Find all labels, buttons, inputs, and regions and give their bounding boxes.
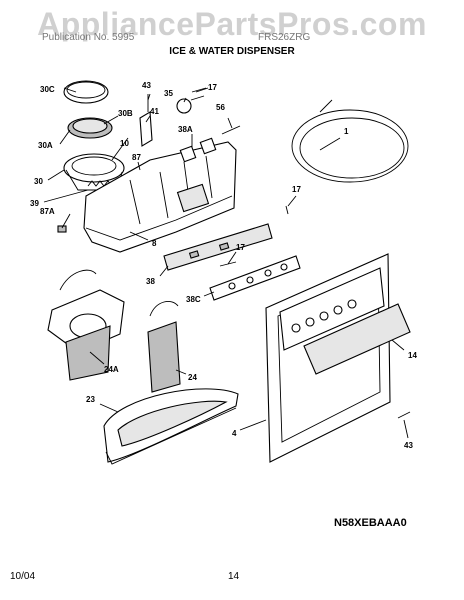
callout-24a: 24A bbox=[104, 365, 119, 374]
part-56-rod bbox=[221, 125, 241, 135]
callout-41: 41 bbox=[150, 107, 159, 116]
diagram-title: ICE & WATER DISPENSER bbox=[169, 46, 295, 57]
callout-14: 14 bbox=[408, 351, 417, 360]
part-30b-filter bbox=[67, 117, 113, 139]
part-87a-clip bbox=[57, 225, 67, 233]
part-41-bracket bbox=[139, 111, 153, 147]
callout-30b: 30B bbox=[118, 109, 133, 118]
part-17-screw-c bbox=[191, 87, 207, 93]
callout-39: 39 bbox=[30, 199, 39, 208]
callout-43-bottom: 43 bbox=[404, 441, 413, 450]
part-35-switch bbox=[176, 95, 205, 114]
part-8-dispenser-housing bbox=[83, 141, 237, 253]
callout-30a: 30A bbox=[38, 141, 53, 150]
callout-17-right: 17 bbox=[292, 185, 301, 194]
part-14-overlay bbox=[303, 303, 411, 375]
publication-number: Publication No. 5995 bbox=[42, 32, 135, 43]
part-38a-switch-left bbox=[179, 145, 197, 163]
callout-38: 38 bbox=[146, 277, 155, 286]
callout-35: 35 bbox=[164, 89, 173, 98]
part-24a-motor-assembly bbox=[47, 269, 125, 381]
callout-43-top: 43 bbox=[142, 81, 151, 90]
callout-8: 8 bbox=[152, 239, 157, 248]
part-43-screw-lower bbox=[397, 411, 411, 419]
callout-1: 1 bbox=[344, 127, 349, 136]
part-17-screw-a bbox=[285, 205, 289, 215]
part-23-drip-tray bbox=[103, 388, 239, 465]
callout-38c: 38C bbox=[186, 295, 201, 304]
callout-17-top: 17 bbox=[208, 83, 217, 92]
callout-24: 24 bbox=[188, 373, 197, 382]
model-number-header: FRS26ZRG bbox=[258, 32, 311, 43]
part-24-chute-flap bbox=[147, 300, 181, 393]
model-code: N58XEBAAA0 bbox=[334, 517, 407, 529]
callout-87: 87 bbox=[132, 153, 141, 162]
part-1-water-tube-coil bbox=[291, 99, 409, 183]
watermark-logo: AppliancePartsPros.com bbox=[37, 6, 427, 42]
callout-4: 4 bbox=[232, 429, 237, 438]
callout-87a: 87A bbox=[40, 207, 55, 216]
callout-10: 10 bbox=[120, 139, 129, 148]
part-38c-switch-board bbox=[209, 255, 301, 301]
control-panel bbox=[279, 267, 385, 351]
part-30c-cap bbox=[63, 80, 109, 104]
callout-38a: 38A bbox=[178, 125, 193, 134]
callout-30: 30 bbox=[34, 177, 43, 186]
footer-date: 10/04 bbox=[10, 571, 36, 582]
callout-17-mid: 17 bbox=[236, 243, 245, 252]
footer-page-number: 14 bbox=[228, 571, 240, 582]
callout-56: 56 bbox=[216, 103, 225, 112]
part-38-control-board bbox=[163, 223, 273, 271]
callout-30c: 30C bbox=[40, 85, 55, 94]
leader-lines bbox=[43, 87, 409, 439]
part-38a-switch-right bbox=[199, 137, 217, 155]
callout-23: 23 bbox=[86, 395, 95, 404]
